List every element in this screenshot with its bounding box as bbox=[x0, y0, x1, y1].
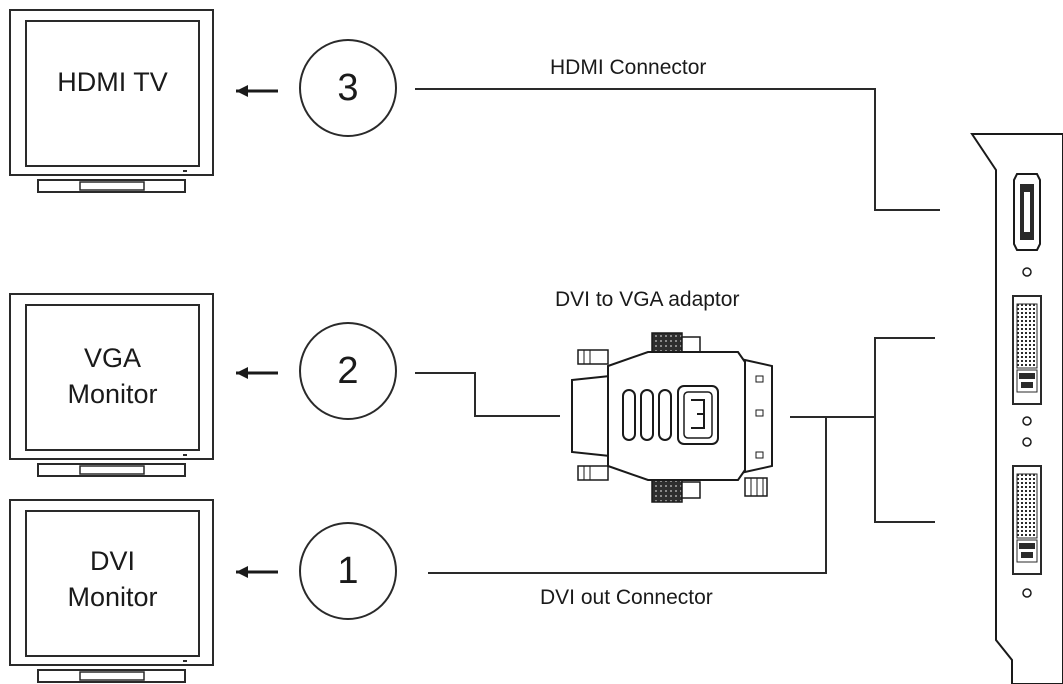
arrow-left-icon bbox=[234, 365, 280, 381]
step-2-circle bbox=[299, 322, 397, 420]
vga-monitor-label-line2: Monitor bbox=[67, 379, 158, 409]
step-1-circle bbox=[299, 522, 397, 620]
dvi-bracket-line bbox=[874, 337, 935, 523]
dvi-vga-adaptor-label: DVI to VGA adaptor bbox=[555, 288, 740, 311]
step-2-number: 2 bbox=[337, 350, 359, 392]
vga-cable-line bbox=[415, 372, 560, 417]
hdmi-port-icon bbox=[1013, 173, 1041, 251]
vga-monitor-label-line1: VGA bbox=[83, 343, 142, 373]
dvi-monitor-label: DVI Monitor bbox=[26, 543, 199, 615]
step-3-circle bbox=[299, 39, 397, 137]
vga-monitor-label: VGA Monitor bbox=[26, 340, 199, 412]
step-1-number: 1 bbox=[337, 550, 359, 592]
dvi-to-vga-adaptor bbox=[571, 332, 773, 503]
hdmi-tv-monitor bbox=[9, 9, 214, 193]
dvi-port-bottom-icon bbox=[1012, 465, 1042, 575]
graphics-card-bracket bbox=[970, 133, 1063, 684]
hdmi-cable-line bbox=[415, 88, 940, 211]
dvi-cable-line bbox=[428, 417, 827, 574]
hdmi-tv-label-line1: HDMI TV bbox=[57, 67, 168, 97]
arrow-left-icon bbox=[234, 564, 280, 580]
dvi-monitor-label-line1: DVI bbox=[89, 546, 135, 576]
dvi-port-top-icon bbox=[1012, 295, 1042, 405]
step-3-number: 3 bbox=[337, 67, 359, 109]
dvi-monitor-label-line2: Monitor bbox=[67, 582, 158, 612]
dvi-out-connector-label: DVI out Connector bbox=[540, 586, 713, 609]
hdmi-tv-label: HDMI TV bbox=[26, 64, 199, 100]
hdmi-connector-label: HDMI Connector bbox=[550, 56, 707, 79]
arrow-left-icon bbox=[234, 83, 280, 99]
